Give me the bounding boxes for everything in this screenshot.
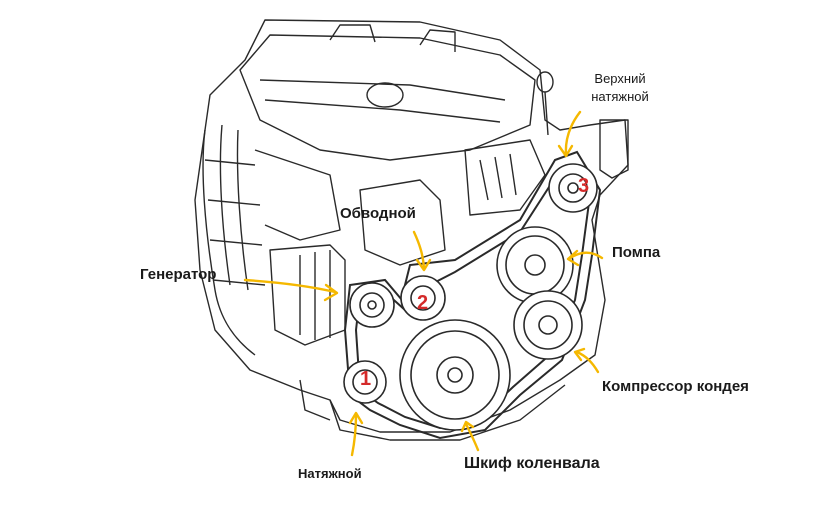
arrow-crank-pulley — [464, 422, 480, 452]
engine-block-outline — [194, 19, 629, 433]
label-upper-tensioner: Верхний натяжной — [591, 71, 649, 104]
arrow-pump — [568, 251, 604, 260]
arrow-generator — [243, 278, 337, 294]
arrow-upper-tensioner — [564, 110, 582, 157]
label-generator: Генератор — [140, 266, 217, 283]
marker-2: 2 — [417, 292, 429, 314]
coolant-reservoir — [599, 119, 629, 179]
intake-manifold — [202, 129, 256, 356]
label-idler: Обводной — [340, 205, 416, 222]
arrow-idler — [412, 230, 426, 270]
arrow-ac-compressor — [575, 350, 600, 374]
lower-block — [329, 384, 566, 441]
pointer-arrows — [243, 110, 604, 457]
label-crank-pulley: Шкиф коленвала — [464, 455, 600, 472]
marker-1: 1 — [360, 368, 372, 390]
label-pump: Помпа — [612, 244, 661, 261]
pulleys — [343, 163, 598, 431]
valve-cover — [239, 34, 536, 161]
engine-drawing — [194, 19, 629, 441]
label-ac-compressor: Компрессор кондея — [602, 378, 749, 395]
label-tensioner: Натяжной — [298, 466, 362, 481]
marker-3: 3 — [578, 175, 590, 197]
arrow-lower-tensioner — [350, 413, 358, 457]
